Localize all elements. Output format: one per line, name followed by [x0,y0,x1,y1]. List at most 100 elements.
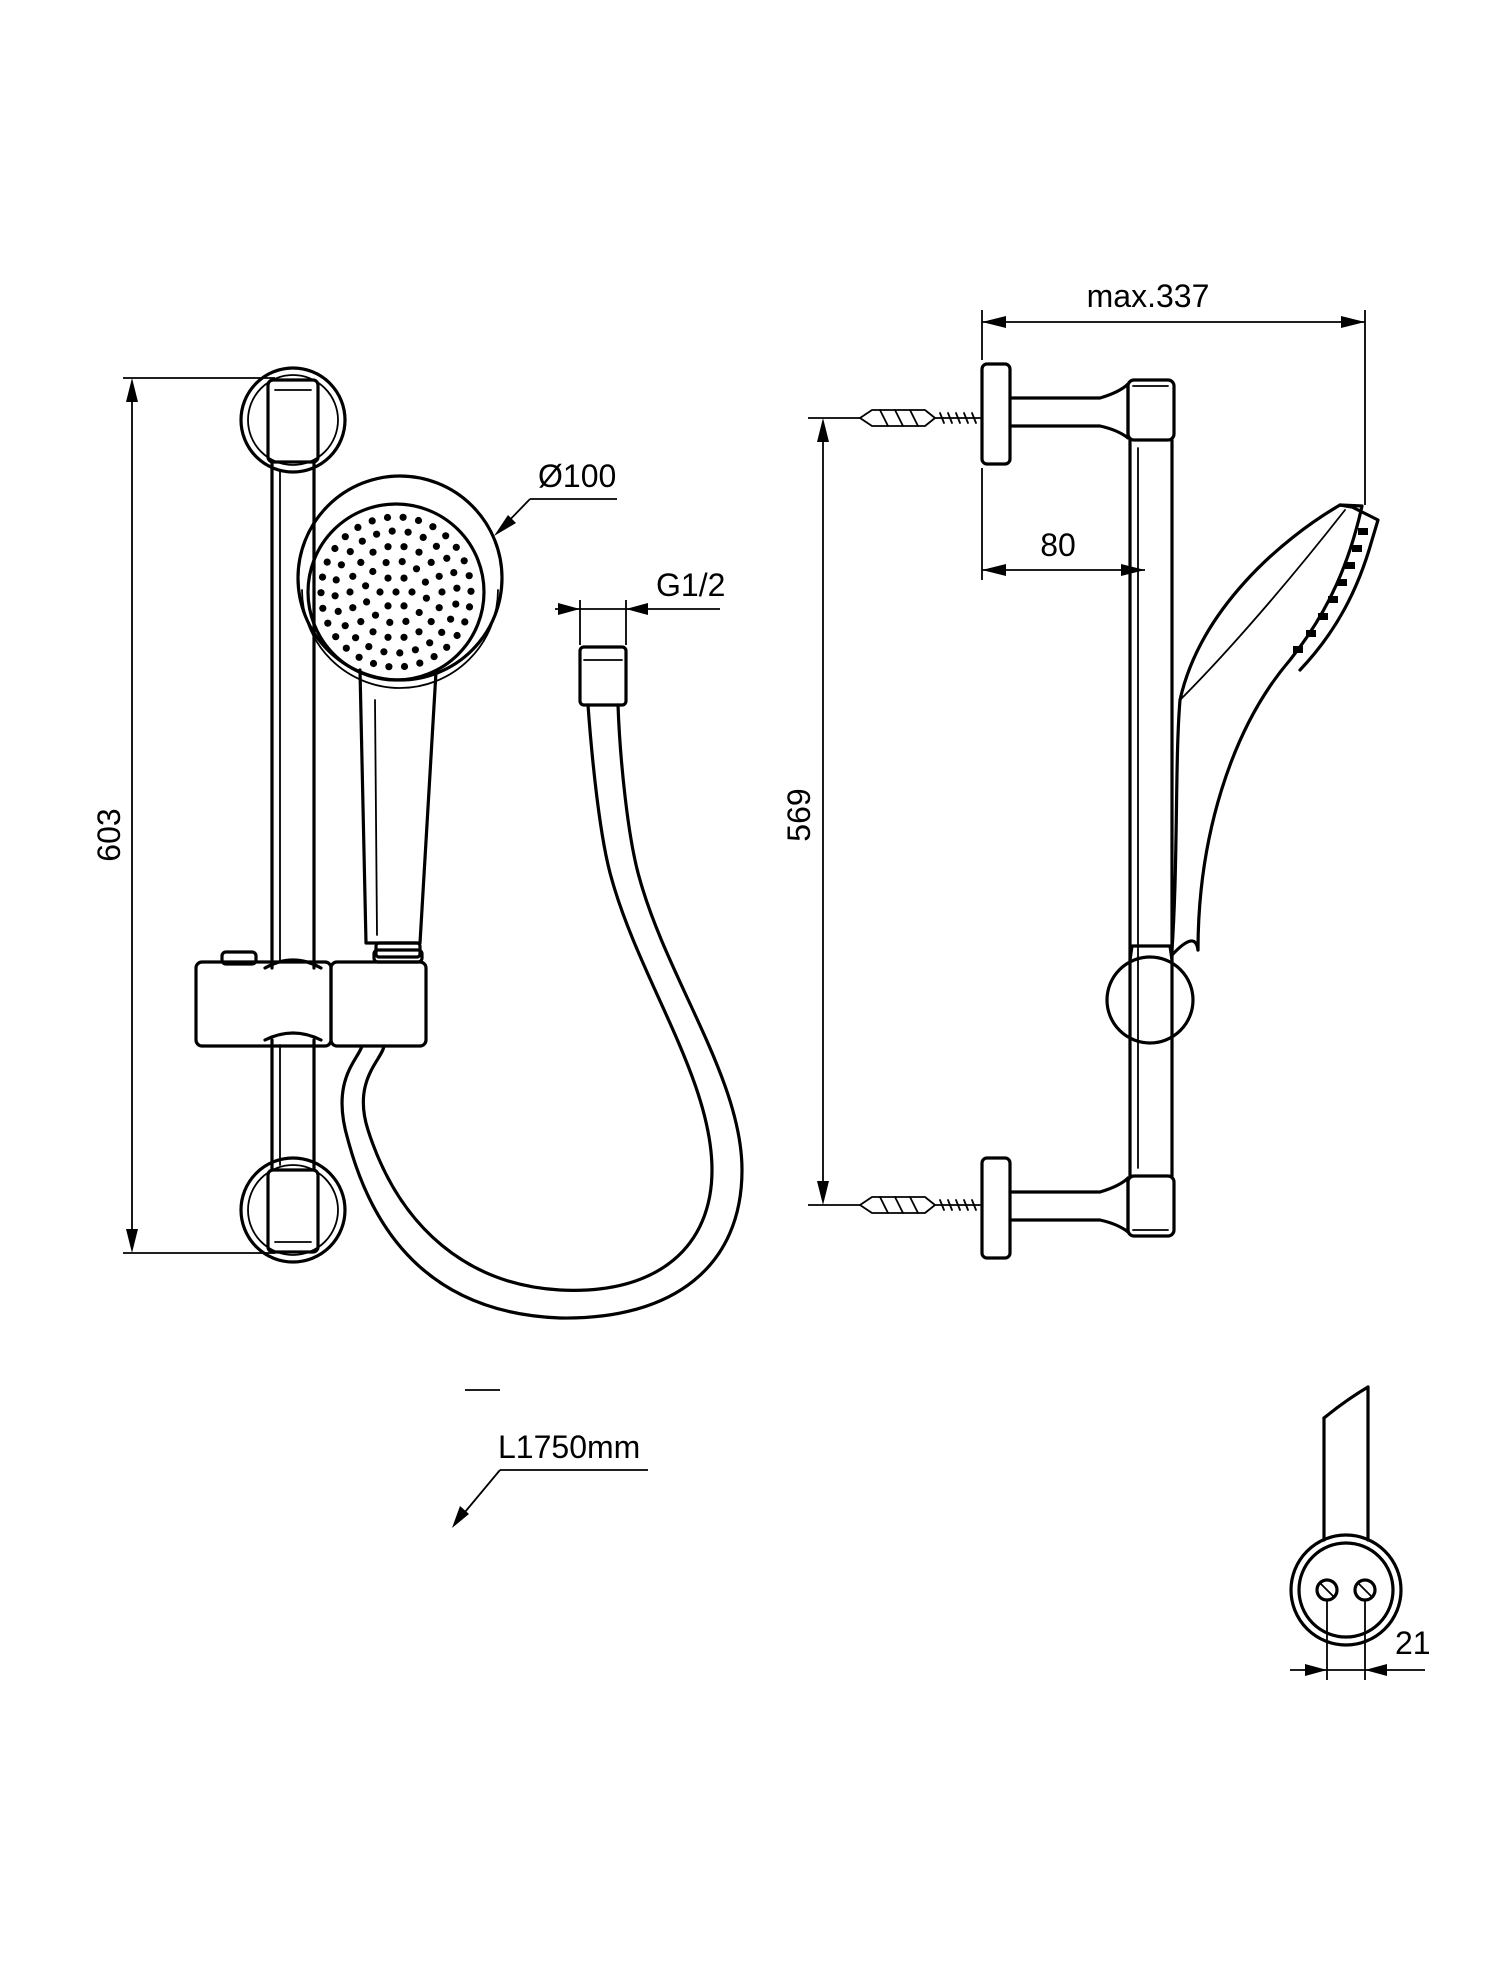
nozzle-dot [362,582,370,590]
nozzle-dot [432,542,440,550]
label-bracket-depth: 80 [1040,527,1076,563]
nozzle-dot [365,643,373,651]
slider-knob-side [1105,944,1195,1045]
dimension-80: 80 [981,468,1145,580]
nozzle-dot [357,618,365,626]
nozzle-dot [438,588,446,596]
nozzle-dot [416,659,424,667]
nozzle-dot [415,548,423,556]
nozzle-dot [373,530,381,538]
nozzle-dot [331,592,339,600]
dimension-thread: G1/2 [555,567,725,645]
hand-shower-head: Ø100 [296,458,617,959]
nozzle-dot [427,558,435,567]
nozzle-dot [411,646,419,654]
nozzle-dot [426,639,434,647]
shower-hose: L1750mm [340,645,744,1528]
nozzle-dot [349,572,357,580]
nozzle-dot [442,532,450,540]
label-head-diameter: Ø100 [538,458,616,494]
nozzle-dot [408,588,416,596]
nozzle-dot [383,513,392,522]
nozzle-dot [319,604,327,612]
nozzle-dot [443,643,451,651]
nozzle-dot [355,653,363,661]
nozzle-dot [412,565,421,573]
nozzle-dot [369,659,378,668]
front-view: 603 [91,366,744,1528]
nozzle-dot [337,561,345,569]
nozzle-dot [447,615,455,623]
label-603: 603 [91,808,127,861]
side-view: max.337 80 569 [781,278,1431,1680]
dimension-max-337: max.337 [981,278,1366,505]
nozzle-dot [384,633,392,641]
nozzle-dot [385,663,393,671]
slide-rail [270,460,316,1172]
nozzle-dot [382,559,390,567]
nozzle-dot [384,602,392,610]
nozzle-dot [430,653,438,661]
nozzle-dot [402,617,410,626]
slider-holder [194,948,428,1048]
label-569: 569 [781,788,817,841]
nozzle-dot [414,516,423,525]
nozzle-dot [369,628,377,636]
nozzle-dot [331,544,339,553]
nozzle-dot [334,607,342,616]
nozzle-dot [384,543,392,551]
bottom-wall-plug [859,1196,981,1214]
nozzle-dot [358,537,366,545]
bottom-bracket-side [980,1156,1176,1260]
nozzle-dot [392,588,400,596]
nozzle-dot [318,573,327,581]
nozzle-dot [332,576,340,584]
nozzle-dot [461,618,469,626]
nozzle-dot [349,604,357,612]
nozzle-dot [341,622,349,630]
nozzle-dot [398,558,406,566]
nozzle-dot [419,533,427,542]
nozzle-dot [342,644,350,652]
nozzle-dot [465,603,474,611]
nozzle-dot [400,633,408,641]
nozzle-dot [369,548,377,556]
nozzle-dot [452,600,460,608]
hand-shower-side [1170,503,1380,957]
label-max-projection: max.337 [1087,278,1210,314]
nozzle-dot [341,533,349,541]
nozzle-dot [346,588,354,596]
nozzle-dot [438,628,446,637]
nozzle-dot [386,618,394,627]
nozzle-dot [453,584,461,592]
nozzle-dot [465,572,473,580]
nozzle-dot [376,588,384,596]
nozzle-dot [399,513,407,521]
nozzle-dot [369,567,377,576]
nozzle-dot [400,543,408,551]
nozzle-dot [384,574,392,582]
nozzle-dot [323,558,331,566]
label-hose-length: L1750mm [498,1429,640,1465]
nozzle-dot [427,618,435,626]
nozzle-tips-side [1293,528,1368,653]
nozzle-dot [421,578,429,586]
nozzle-dot [435,604,443,612]
nozzle-pattern [317,513,475,671]
rail-section-detail: 21 [1289,1385,1431,1680]
nozzle-dot [317,589,325,597]
nozzle-dot [452,543,460,551]
dimension-603: 603 [91,377,275,1254]
rail-side [1128,438,1174,1178]
nozzle-dot [400,574,408,582]
nozzle-dot [363,598,371,606]
nozzle-dot [460,557,468,565]
label-thread: G1/2 [656,567,725,603]
nozzle-dot [346,548,354,556]
top-bracket-side [980,362,1176,466]
nozzle-dot [443,554,451,562]
nozzle-dot [453,631,461,640]
top-wall-plug [859,409,981,427]
nozzle-dot [388,527,396,535]
